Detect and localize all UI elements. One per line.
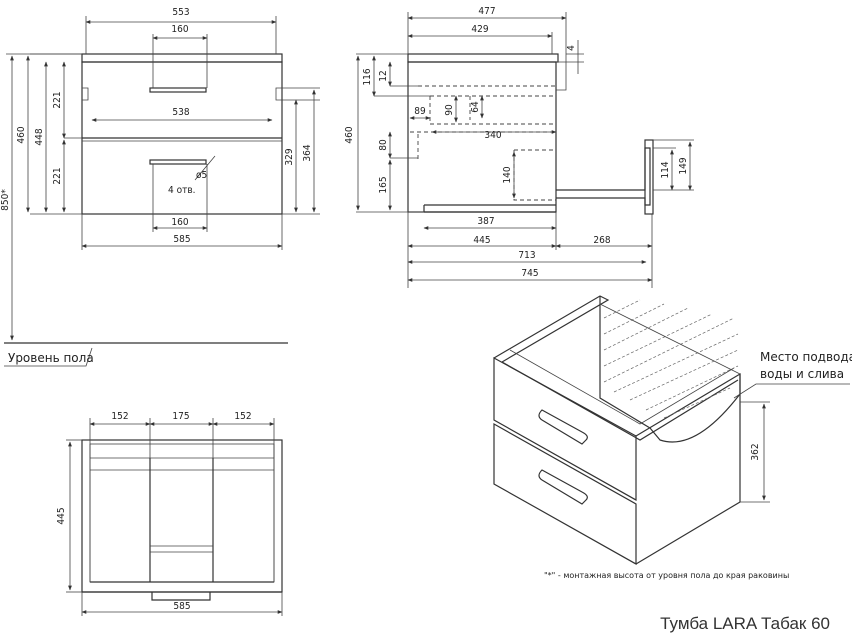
drawer-front-open (644, 139, 654, 215)
dim-mount-850: 850* (0, 189, 11, 211)
top-drawer-handle (149, 87, 207, 93)
dim-side-4: 4 (566, 45, 577, 51)
dim-side-80: 80 (378, 139, 389, 151)
dim-front-160-bottom: 160 (171, 217, 188, 228)
iso-top-handle (538, 409, 588, 445)
dim-top-445: 445 (56, 507, 67, 524)
dim-front-364: 364 (302, 144, 313, 161)
dim-front-329: 329 (284, 148, 295, 165)
iso-top-drawer (493, 356, 637, 502)
hole-diameter-label: ø5 (196, 170, 207, 181)
dim-front-221-top: 221 (52, 91, 63, 108)
top-view: 152 175 152 445 585 (56, 411, 283, 616)
dim-front-553: 553 (172, 7, 189, 18)
front-top-slab (81, 53, 283, 63)
dim-front-538: 538 (172, 107, 189, 118)
bottom-drawer-handle (149, 159, 207, 165)
dim-front-221-bottom: 221 (52, 167, 63, 184)
left-bracket (82, 87, 89, 101)
dim-side-89: 89 (414, 106, 426, 117)
dim-front-460: 460 (16, 126, 27, 143)
dim-iso-362: 362 (750, 443, 761, 460)
hookup-label-line2: воды и слива (760, 367, 844, 381)
side-view: 477 429 4 460 116 12 80 165 89 90 64 340 (344, 6, 694, 288)
iso-bottom-handle (538, 469, 588, 505)
dim-side-116: 116 (362, 68, 373, 85)
dim-side-477: 477 (478, 6, 495, 17)
dim-side-429: 429 (471, 24, 488, 35)
right-bracket (275, 87, 282, 101)
dim-side-140: 140 (502, 166, 513, 183)
dim-top-585: 585 (173, 601, 190, 612)
dim-top-152-left: 152 (111, 411, 128, 422)
top-view-outline (81, 439, 283, 593)
dim-front-585: 585 (173, 234, 190, 245)
dim-side-90: 90 (444, 104, 455, 116)
dim-side-445: 445 (473, 235, 490, 246)
dim-side-340: 340 (484, 130, 501, 141)
dim-side-268: 268 (593, 235, 610, 246)
dim-side-114: 114 (660, 161, 671, 178)
dim-side-149: 149 (678, 157, 689, 174)
dim-top-152-right: 152 (234, 411, 251, 422)
footnote: "*" - монтажная высота от уровня пола до… (544, 571, 789, 580)
dim-side-713: 713 (518, 250, 535, 261)
side-top-slab (407, 53, 559, 63)
dim-side-387: 387 (477, 216, 494, 227)
dim-top-175: 175 (172, 411, 189, 422)
isometric-view: 362 Место подвода воды и слива "*" - мон… (493, 295, 852, 580)
dim-side-64: 64 (470, 101, 481, 113)
hookup-label-line1: Место подвода (760, 350, 852, 364)
side-body (407, 61, 557, 213)
dim-side-165: 165 (378, 176, 389, 193)
dim-side-460: 460 (344, 126, 355, 143)
floor-label: Уровень пола (8, 351, 94, 365)
iso-hatch (603, 299, 739, 419)
dim-side-12: 12 (378, 70, 389, 81)
front-view: 553 160 538 160 585 ø5 4 отв. 460 448 22… (0, 7, 320, 367)
dim-front-448: 448 (34, 128, 45, 145)
holes-label: 4 отв. (168, 185, 195, 196)
dim-front-160-top: 160 (171, 24, 188, 35)
dim-side-745: 745 (521, 268, 538, 279)
product-caption: Тумба LARA Табак 60 (660, 614, 830, 633)
top-view-handle (151, 592, 211, 601)
